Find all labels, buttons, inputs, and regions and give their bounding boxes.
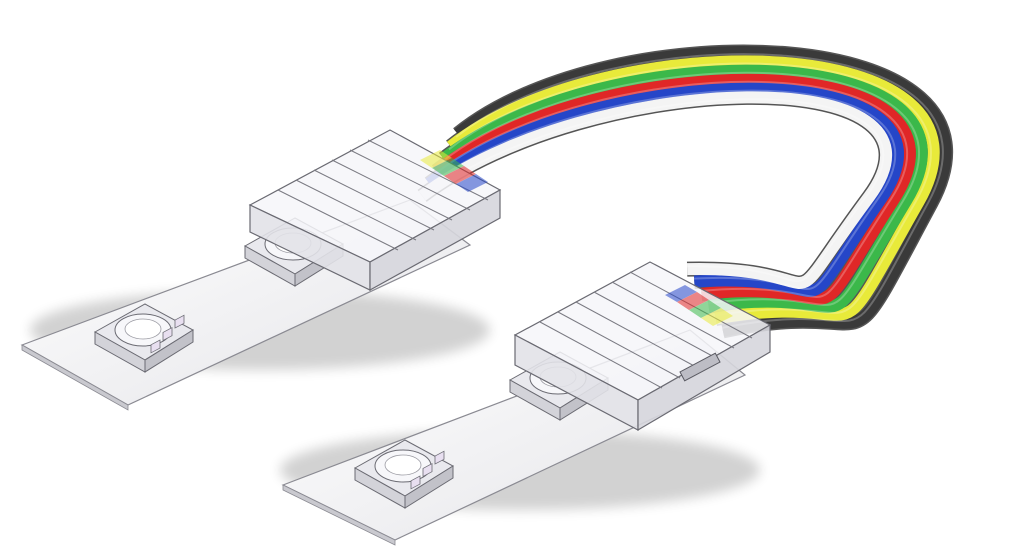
wire-white [418,91,893,289]
wire-highlight [448,62,932,317]
cable-bundle [417,44,954,339]
wire-highlight [427,89,897,290]
pcb-left-edge [21,344,129,411]
connector-left [248,129,502,292]
wire-highlight [419,98,885,283]
wire-highlight [441,71,921,306]
wire-highlight [455,53,944,330]
wire-highlight [434,80,909,298]
wire-black [454,46,952,337]
wire-yellow [446,55,940,325]
contact-pads [665,285,733,326]
pcb-right-edge [282,484,396,546]
wire-red [432,73,916,305]
connector-right [513,261,772,432]
wire-green [439,64,928,313]
contact-pads [420,150,488,192]
led-chip [353,439,454,509]
latch-tab [679,352,721,382]
led-chip [93,303,194,373]
